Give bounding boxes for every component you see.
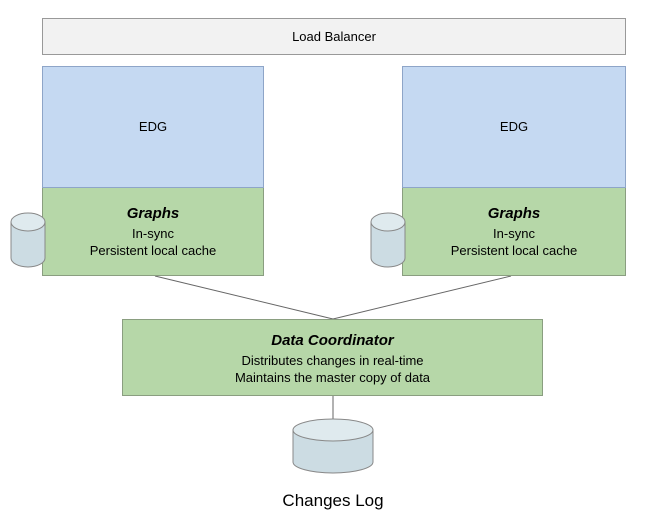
local-cache-db-icon-node-1 — [10, 212, 46, 268]
graphs-line-2-node-2: Persistent local cache — [450, 243, 578, 258]
edg-box-node-1[interactable]: EDG — [42, 66, 264, 188]
data-coordinator-box[interactable]: Data Coordinator Distributes changes in … — [122, 319, 543, 396]
connector-node2-to-coordinator — [332, 275, 512, 320]
edg-box-node-2[interactable]: EDG — [402, 66, 626, 188]
local-cache-db-icon-node-2 — [370, 212, 406, 268]
load-balancer-box[interactable]: Load Balancer — [42, 18, 626, 55]
graphs-line-1-node-2: In-sync — [493, 226, 535, 241]
edg-label-node-2: EDG — [499, 119, 529, 134]
graphs-line-1-node-1: In-sync — [132, 226, 174, 241]
changes-log-db-icon — [292, 418, 374, 474]
connector-node1-to-coordinator — [154, 275, 334, 320]
graphs-title-node-1: Graphs — [126, 205, 180, 222]
changes-log-label: Changes Log — [282, 491, 384, 510]
data-coordinator-title: Data Coordinator — [271, 331, 394, 349]
data-coordinator-line-1: Distributes changes in real-time — [241, 352, 424, 368]
graphs-title-node-2: Graphs — [487, 205, 541, 222]
load-balancer-label: Load Balancer — [292, 28, 376, 44]
graphs-line-2-node-1: Persistent local cache — [89, 243, 217, 258]
edg-label-node-1: EDG — [138, 119, 168, 134]
graphs-box-node-2[interactable]: Graphs In-sync Persistent local cache — [402, 188, 626, 276]
data-coordinator-line-2: Maintains the master copy of data — [234, 369, 431, 385]
graphs-box-node-1[interactable]: Graphs In-sync Persistent local cache — [42, 188, 264, 276]
